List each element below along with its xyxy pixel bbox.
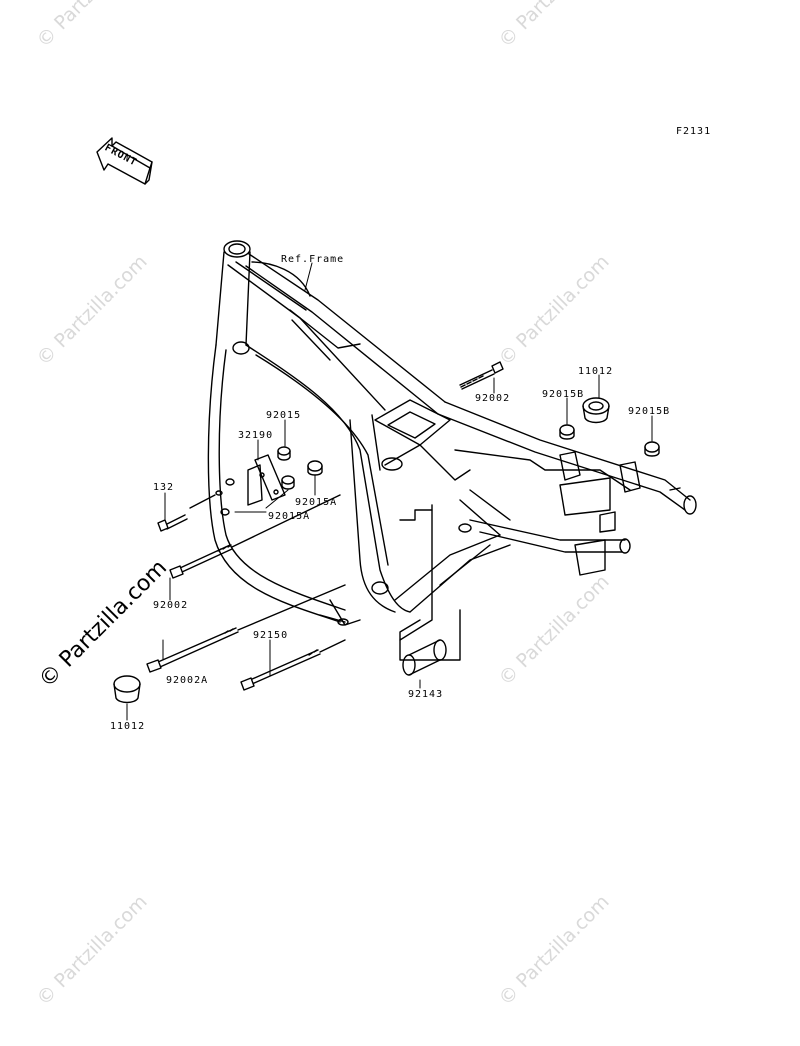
part-label-92015B-mid[interactable]: 92015B bbox=[542, 389, 585, 400]
ref-frame-label: Ref.Frame bbox=[281, 254, 345, 265]
down-tube-left bbox=[207, 344, 346, 623]
steering-head bbox=[215, 240, 251, 355]
part-label-132[interactable]: 132 bbox=[153, 482, 175, 493]
diagram-code: F2131 bbox=[676, 126, 712, 137]
bolt-92150 bbox=[240, 639, 346, 691]
bolt-132 bbox=[157, 490, 223, 532]
part-label-92002A[interactable]: 92002A bbox=[166, 675, 209, 686]
part-label-92143[interactable]: 92143 bbox=[408, 689, 444, 700]
nut-92015A-left bbox=[281, 475, 295, 490]
part-label-92150[interactable]: 92150 bbox=[253, 630, 289, 641]
part-label-92015A-center[interactable]: 92015A bbox=[295, 497, 338, 508]
part-label-92015A-left[interactable]: 92015A bbox=[268, 511, 311, 522]
mount-reference-box bbox=[399, 504, 461, 661]
nut-92015 bbox=[277, 446, 291, 461]
backbone bbox=[227, 253, 446, 415]
front-arrow-icon bbox=[96, 137, 153, 185]
part-label-92002-left[interactable]: 92002 bbox=[153, 600, 189, 611]
nut-92015B-right bbox=[644, 441, 660, 457]
nut-92015A-center bbox=[307, 460, 323, 476]
part-label-92015B-right[interactable]: 92015B bbox=[628, 406, 671, 417]
nut-92015B-mid bbox=[559, 424, 575, 440]
bracket-32190 bbox=[220, 454, 286, 516]
part-label-92015[interactable]: 92015 bbox=[266, 410, 302, 421]
cross-member bbox=[374, 399, 471, 481]
collar-92143 bbox=[402, 639, 447, 676]
grommet-11012-left bbox=[113, 675, 141, 704]
grommet-11012-right bbox=[582, 397, 610, 424]
bolt-92002A bbox=[146, 584, 346, 673]
lower-frame bbox=[319, 489, 511, 626]
part-label-11012-left[interactable]: 11012 bbox=[110, 721, 146, 732]
rear-rails bbox=[437, 401, 697, 576]
part-label-32190[interactable]: 32190 bbox=[238, 430, 274, 441]
leader-lines bbox=[126, 262, 653, 721]
down-tube-main bbox=[245, 344, 411, 613]
bolt-92002-left bbox=[169, 494, 341, 579]
part-label-11012-right[interactable]: 11012 bbox=[578, 366, 614, 377]
part-label-92002-top[interactable]: 92002 bbox=[475, 393, 511, 404]
bolt-92002-top bbox=[459, 361, 504, 390]
